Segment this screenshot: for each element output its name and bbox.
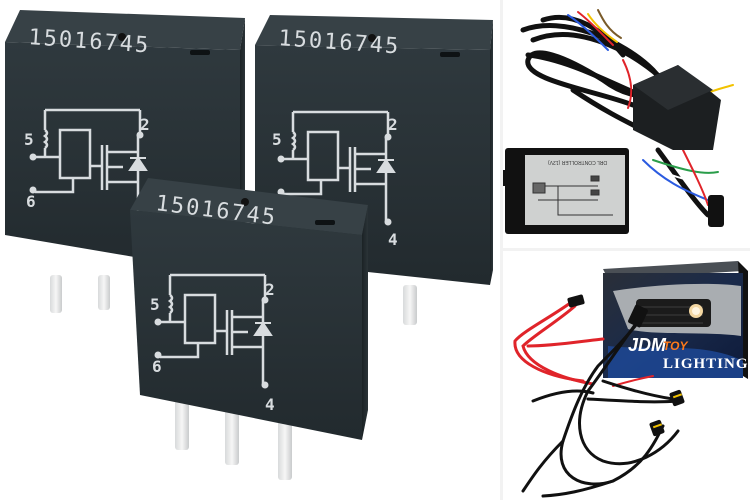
- svg-text:DRL CONTROLLER (12V): DRL CONTROLLER (12V): [548, 159, 607, 165]
- drl-controller-box: DRL CONTROLLER (12V): [503, 148, 629, 234]
- svg-text:5: 5: [272, 130, 282, 149]
- svg-text:LIGHTING: LIGHTING: [663, 356, 749, 372]
- drl-harness-illustration: DRL CONTROLLER (12V): [503, 9, 734, 234]
- relay-3: 15016745 5 6 2 4: [130, 178, 368, 480]
- svg-text:6: 6: [26, 192, 36, 211]
- svg-text:4: 4: [265, 395, 275, 414]
- svg-text:JDM: JDM: [628, 335, 667, 355]
- svg-text:2: 2: [140, 115, 150, 134]
- svg-text:4: 4: [388, 230, 398, 249]
- relays-illustration: 15016745 5 6 2 15016745 5 2 4: [5, 10, 493, 480]
- relay-harness-photo: JDM TOY LIGHTING: [503, 251, 750, 500]
- horizontal-divider: [503, 248, 750, 251]
- svg-text:5: 5: [24, 130, 34, 149]
- retail-box: JDM TOY LIGHTING: [603, 261, 749, 379]
- svg-text:2: 2: [388, 115, 398, 134]
- vertical-divider: [500, 0, 503, 500]
- svg-text:5: 5: [150, 295, 160, 314]
- svg-text:6: 6: [152, 357, 162, 376]
- relays-photo: 15016745 5 6 2 15016745 5 2 4: [5, 10, 493, 480]
- svg-text:TOY: TOY: [663, 339, 688, 353]
- svg-text:2: 2: [265, 280, 275, 299]
- relay-harness-illustration: JDM TOY LIGHTING: [513, 261, 749, 498]
- drl-harness-photo: DRL CONTROLLER (12V): [503, 0, 750, 248]
